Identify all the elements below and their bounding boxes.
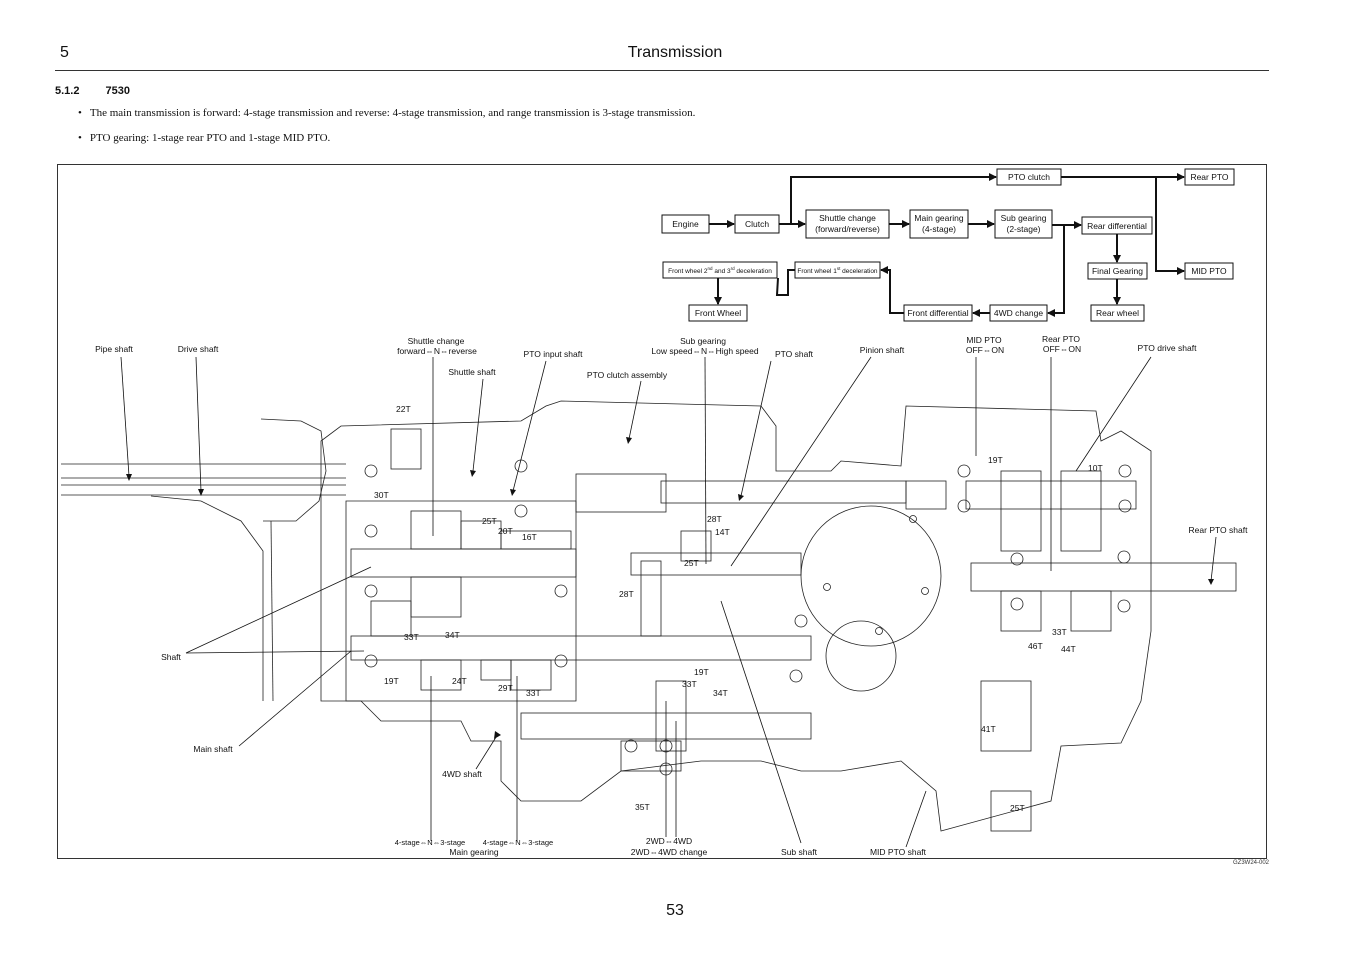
label-4wd-shaft: 4WD shaft [442, 769, 482, 779]
label-low-high-speed: Low speed⇔N⇔High speed [651, 346, 759, 356]
tooth-label: 33T [682, 679, 697, 689]
bullet-item: The main transmission is forward: 4-stag… [78, 107, 696, 119]
flow-pto-clutch: PTO clutch [1008, 172, 1050, 182]
tooth-label: 33T [1052, 627, 1067, 637]
tooth-label: 33T [526, 688, 541, 698]
tooth-label: 20T [498, 526, 513, 536]
tooth-label: 19T [988, 455, 1003, 465]
flow-front-diff: Front differential [907, 308, 968, 318]
label-drive-shaft: Drive shaft [178, 344, 219, 354]
figure-code: GZ3W24-002 [1233, 860, 1270, 866]
tooth-label: 30T [374, 490, 389, 500]
label-mid-pto-shaft: MID PTO shaft [870, 847, 927, 857]
tooth-label: 25T [482, 516, 497, 526]
bullet-list: The main transmission is forward: 4-stag… [78, 107, 696, 157]
label-2wd-4wd-change: 2WD⇔4WD change [631, 847, 708, 857]
flow-shuttle-1: Shuttle change [819, 213, 876, 223]
tooth-label: 19T [384, 676, 399, 686]
tooth-label: 44T [1061, 644, 1076, 654]
tooth-label: 25T [684, 558, 699, 568]
tooth-label: 22T [396, 404, 411, 414]
tooth-label: 28T [619, 589, 634, 599]
label-mid-pto-off-on: OFF⇔ON [966, 345, 1004, 355]
label-shaft: Shaft [161, 652, 181, 662]
leader-arrowheads [126, 437, 1214, 739]
transmission-figure: Engine Clutch Shuttle change (forward/re… [57, 164, 1267, 859]
flow-rear-wheel: Rear wheel [1096, 308, 1139, 318]
label-2wd-4wd: 2WD⇔4WD [646, 836, 692, 846]
flow-front-wheel-2nd-3rd: Front wheel 2nd and 3rd deceleration [668, 266, 772, 275]
page-number: 53 [666, 902, 684, 919]
label-pipe-shaft: Pipe shaft [95, 344, 133, 354]
tooth-label: 10T [1088, 463, 1103, 473]
rear-wheel-box [1090, 304, 1145, 322]
flow-arrows [709, 173, 1185, 317]
chapter-title: Transmission [627, 44, 723, 61]
flow-4wd-change: 4WD change [994, 308, 1043, 318]
label-sub-shaft: Sub shaft [781, 847, 818, 857]
tooth-label: 35T [635, 802, 650, 812]
bullet-item: PTO gearing: 1-stage rear PTO and 1-stag… [78, 132, 695, 144]
label-mid-pto: MID PTO [966, 335, 1002, 345]
flow-clutch: Clutch [745, 219, 769, 229]
flow-main-1: Main gearing [914, 213, 963, 223]
header-rule [55, 70, 1269, 71]
flow-engine: Engine [672, 219, 699, 229]
front-wheel-2nd-3rd-box [662, 261, 778, 279]
label-rear-pto-shaft: Rear PTO shaft [1189, 525, 1249, 535]
tooth-label: 19T [694, 667, 709, 677]
rear-pto-box [1184, 168, 1235, 186]
shuttle-box [805, 209, 890, 239]
label-pto-drive-shaft: PTO drive shaft [1138, 343, 1198, 353]
tooth-label: 41T [981, 724, 996, 734]
flow-sub-1: Sub gearing [1001, 213, 1047, 223]
label-pinion-shaft: Pinion shaft [860, 345, 905, 355]
tooth-label: 24T [452, 676, 467, 686]
tooth-label: 33T [404, 632, 419, 642]
section-model: 7530 [105, 85, 130, 97]
flow-rear-diff: Rear differential [1087, 221, 1147, 231]
label-sub-gearing: Sub gearing [680, 336, 726, 346]
tooth-label: 34T [713, 688, 728, 698]
mid-pto-box [1184, 262, 1234, 280]
transmission-diagram: Engine Clutch Shuttle change (forward/re… [61, 168, 1249, 857]
label-shuttle-shaft: Shuttle shaft [448, 367, 496, 377]
flow-shuttle-2: (forward/reverse) [815, 224, 880, 234]
front-wheel-box [688, 304, 748, 322]
section-number: 5.1.2 [55, 85, 80, 97]
section-heading: 5.1.2 7530 [55, 85, 156, 97]
transmission-cross-section [61, 400, 1237, 832]
leader-lines [120, 356, 1217, 848]
tooth-label: 46T [1028, 641, 1043, 651]
flow-sub-2: (2-stage) [1006, 224, 1040, 234]
label-stage-a: 4-stage⇔N⇔3-stage [395, 838, 465, 847]
label-pto-clutch-assembly: PTO clutch assembly [587, 370, 668, 380]
flow-front-wheel: Front Wheel [695, 308, 741, 318]
label-main-gearing: Main gearing [449, 847, 498, 857]
flow-final-gear: Final Gearing [1092, 266, 1143, 276]
label-pto-input-shaft: PTO input shaft [524, 349, 584, 359]
flow-mid-pto: MID PTO [1191, 266, 1227, 276]
tooth-label: 25T [1010, 803, 1025, 813]
label-pto-shaft: PTO shaft [775, 349, 814, 359]
label-shuttle-change: Shuttle change [408, 336, 465, 346]
tooth-label: 16T [522, 532, 537, 542]
chapter-number: 5 [60, 44, 69, 61]
label-forward-reverse: forward⇔N⇔reverse [397, 346, 477, 356]
tooth-label: 28T [707, 514, 722, 524]
label-rear-pto: Rear PTO [1042, 334, 1080, 344]
flow-main-2: (4-stage) [922, 224, 956, 234]
tooth-label: 29T [498, 683, 513, 693]
label-rear-pto-off-on: OFF⇔ON [1043, 344, 1081, 354]
flow-front-wheel-1st: Front wheel 1st deceleration [797, 266, 878, 275]
flow-rear-pto: Rear PTO [1190, 172, 1228, 182]
label-stage-b: 4-stage⇔N⇔3-stage [483, 838, 553, 847]
tooth-label: 14T [715, 527, 730, 537]
tooth-label: 34T [445, 630, 460, 640]
label-main-shaft: Main shaft [193, 744, 233, 754]
